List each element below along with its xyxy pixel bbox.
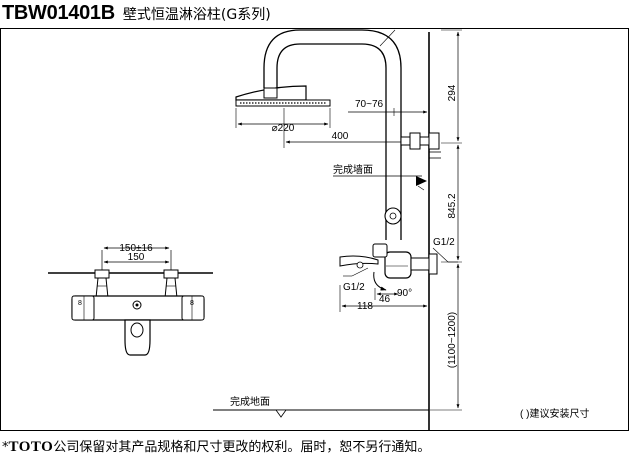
technical-drawing: 150±16 150 8 8 (48, 29, 589, 431)
title-block: TBW01401B 壁式恒温淋浴柱(G系列) (2, 0, 271, 26)
upper-wall-bracket (400, 132, 441, 159)
right-connector (163, 269, 179, 299)
front-view: 150±16 150 8 8 (48, 243, 213, 356)
vertical-dimension-chain (430, 29, 462, 411)
drawing-frame (0, 28, 629, 431)
spout-depth-label: 118 (357, 301, 373, 312)
side-view: ⌀220 400 70~76 完成墙面 (213, 29, 589, 431)
finished-floor-label: 完成地面 (230, 395, 270, 408)
install-note: ( )建议安装尺寸 (520, 407, 589, 420)
footer-bullet: * (2, 440, 9, 455)
mid-height-label: 845.2 (447, 193, 458, 218)
product-name: 壁式恒温淋浴柱(G系列) (122, 7, 271, 23)
angle-label: 90° (397, 288, 412, 299)
inlet-thread-left-label: G1/2 (343, 282, 365, 293)
notice-text: 公司保留对其产品规格和尺寸更改的权利。届时，恕不另行通知。 (53, 440, 431, 455)
dim-inner-label: 150 (128, 252, 145, 263)
shower-head (235, 85, 331, 107)
install-height-label: (1100~1200) (447, 312, 458, 368)
spout-offset-label: 46 (379, 294, 391, 305)
head-diameter-label: ⌀220 (272, 123, 295, 134)
valve-body (71, 295, 205, 321)
arm-offset-label: 70~76 (355, 99, 384, 110)
right-handle-mark: 8 (190, 300, 194, 307)
shower-column-pipe (263, 29, 402, 240)
dim-outer-label: 150±16 (119, 243, 153, 254)
brand-name: TOTO (8, 439, 54, 455)
front-spout (124, 319, 151, 356)
slider-knob (384, 207, 402, 225)
arm-length-label: 400 (332, 131, 349, 142)
footer-notice: *TOTO公司保留对其产品规格和尺寸更改的权利。届时，恕不另行通知。 (2, 438, 430, 457)
side-mixer-valve (339, 243, 438, 291)
left-handle-mark: 8 (78, 300, 82, 307)
finished-wall-label: 完成墙面 (333, 163, 373, 176)
model-number: TBW01401B (2, 2, 115, 24)
inlet-thread-right-label: G1/2 (433, 237, 455, 248)
top-height-label: 294 (447, 84, 458, 101)
left-connector (94, 269, 110, 299)
